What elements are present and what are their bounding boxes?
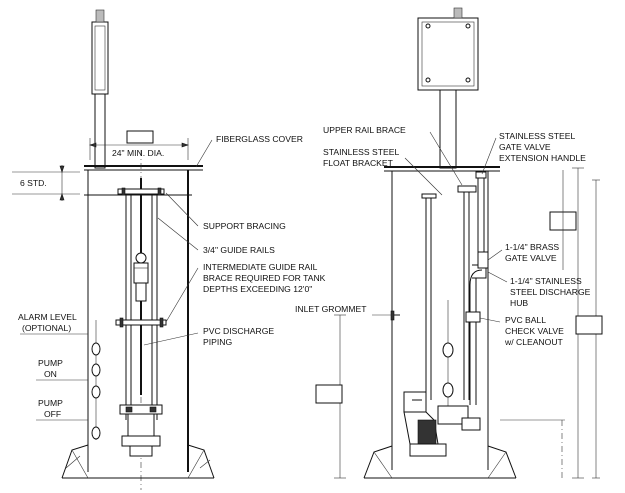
- intermediate-label-2: BRACE REQUIRED FOR TANK: [203, 273, 326, 283]
- std-dimension: [12, 165, 80, 201]
- intermediate-label-1: INTERMEDIATE GUIDE RAIL: [203, 262, 318, 272]
- alarm-label-1: ALARM LEVEL: [18, 312, 77, 322]
- min-dia-label: 24" MIN. DIA.: [112, 148, 164, 158]
- intermediate-brace: [115, 317, 167, 328]
- guide-rails-label: 3/4" GUIDE RAILS: [203, 245, 275, 255]
- inlet-grommet-label: INLET GROMMET: [295, 304, 367, 314]
- fiberglass-cover: [84, 130, 203, 171]
- diameter-dimension: [89, 138, 189, 160]
- gate-handle-label-2: GATE VALVE: [499, 142, 551, 152]
- discharge-pipe-right: [465, 251, 489, 405]
- std-label: 6 STD.: [20, 178, 47, 188]
- brass-gate-valve-label-2: GATE VALVE: [505, 253, 557, 263]
- gate-handle-label-1: STAINLESS STEEL: [499, 131, 575, 141]
- support-bracing-label: SUPPORT BRACING: [203, 221, 286, 231]
- control-box: [91, 9, 109, 169]
- float-switches-right: [442, 300, 454, 410]
- intermediate-label-3: DEPTHS EXCEEDING 12'0": [203, 284, 312, 294]
- control-box-right: [417, 7, 479, 169]
- dimension-markers: [315, 167, 603, 479]
- check-valve-label-1: PVC BALL: [505, 315, 546, 325]
- right-elevation-view: UPPER RAIL BRACE STAINLESS STEEL FLOAT B…: [295, 7, 603, 479]
- extension-handle: [475, 171, 487, 261]
- tank-walls: [84, 170, 192, 472]
- pump-on-label-2: ON: [44, 369, 57, 379]
- float-bracket-label-1: STAINLESS STEEL: [323, 147, 399, 157]
- check-valve-label-3: w/ CLEANOUT: [504, 337, 564, 347]
- pump-off-label-1: PUMP: [38, 398, 63, 408]
- tank-walls-right: [391, 171, 489, 470]
- pump-on-label-1: PUMP: [38, 358, 63, 368]
- pvc-discharge-label-1: PVC DISCHARGE: [203, 326, 274, 336]
- submersible-pump: [119, 404, 163, 457]
- tank-base: [61, 444, 215, 479]
- brass-gate-valve-label-1: 1-1/4" BRASS: [505, 242, 559, 252]
- float-switches: [91, 320, 101, 440]
- upper-rail-brace-label: UPPER RAIL BRACE: [323, 125, 406, 135]
- support-bracing: [117, 187, 165, 196]
- discharge-hub-label-2: STEEL DISCHARGE: [510, 287, 591, 297]
- gate-handle-label-3: EXTENSION HANDLE: [499, 153, 586, 163]
- discharge-hub-label-1: 1-1/4" STAINLESS: [510, 276, 582, 286]
- discharge-valve: [133, 252, 149, 302]
- inlet-grommet: [390, 310, 400, 321]
- discharge-hub-label-3: HUB: [510, 298, 528, 308]
- pvc-discharge-label-2: PIPING: [203, 337, 232, 347]
- float-bracket-label-2: FLOAT BRACKET: [323, 158, 394, 168]
- tank-base-right: [363, 445, 517, 479]
- guide-rails-right: [421, 185, 477, 400]
- alarm-label-2: (OPTIONAL): [22, 323, 71, 333]
- check-valve-label-2: CHECK VALVE: [505, 326, 564, 336]
- left-elevation-view: 24" MIN. DIA. FIBERGLASS COVER 6 STD.: [12, 9, 326, 490]
- pump-off-label-2: OFF: [44, 409, 61, 419]
- submersible-pump-right: [403, 391, 481, 457]
- guide-rails: [125, 195, 158, 420]
- fiberglass-cover-label: FIBERGLASS COVER: [216, 134, 303, 144]
